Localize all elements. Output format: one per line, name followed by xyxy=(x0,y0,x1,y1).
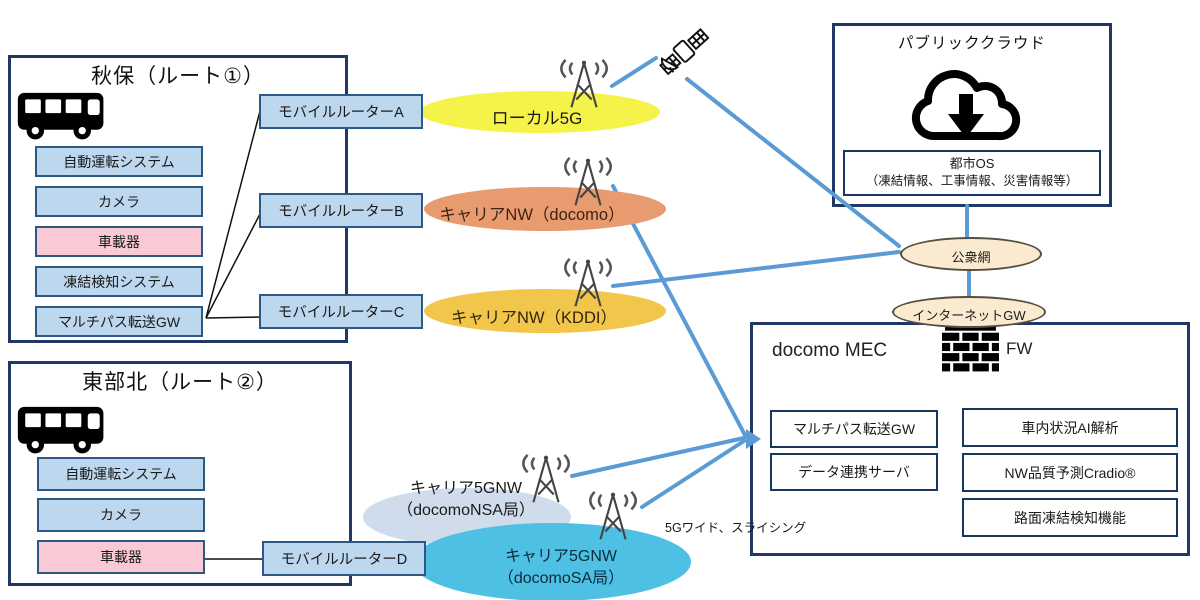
firewall-icon xyxy=(942,322,999,374)
link-nsa-to-mec xyxy=(570,436,746,478)
docomo-antenna-icon xyxy=(559,155,617,213)
local5g-label: ローカル5G xyxy=(491,109,583,128)
sa-network-ellipse xyxy=(413,523,691,600)
mobile-router-b-box: モバイルルーターB xyxy=(259,193,423,228)
public-net-ellipse xyxy=(900,237,1042,271)
bus-icon xyxy=(16,399,108,459)
city-os-detail: （凍結情報、工事情報、災害情報等） xyxy=(865,174,1079,189)
kddi-nw-label: キャリアNW（KDDI） xyxy=(451,309,617,327)
sa-antenna-icon xyxy=(584,489,642,547)
slicing-annotation: 5Gワイド、スライシング xyxy=(665,521,807,535)
tobukita-camera-box: カメラ xyxy=(37,498,205,532)
kddi-antenna-icon xyxy=(559,256,617,314)
internet-gw-label: インターネットGW xyxy=(912,308,1026,323)
akiu-route-title: 秋保（ルート①） xyxy=(91,65,265,88)
link-sa-to-mec xyxy=(640,439,746,509)
mobile-router-a-box: モバイルルーターA xyxy=(259,94,423,129)
akiu-freeze-detect-box: 凍結検知システム xyxy=(35,266,203,297)
link-local5g-to-satellite xyxy=(610,56,658,88)
mec-road-freeze-box: 路面凍結検知機能 xyxy=(962,498,1178,537)
akiu-onboard-unit-box: 車載器 xyxy=(35,226,203,257)
bus-icon xyxy=(16,85,108,145)
internet-gw-ellipse xyxy=(892,296,1046,328)
tobukita-autodrive-box: 自動運転システム xyxy=(37,457,205,491)
city-os-box: 都市OS （凍結情報、工事情報、災害情報等） xyxy=(843,150,1101,196)
docomo-mec-title: docomo MEC xyxy=(772,340,888,361)
local5g-antenna-icon xyxy=(555,57,613,115)
local5g-network-ellipse xyxy=(420,91,660,133)
mec-multipath-gw-box: マルチパス転送GW xyxy=(770,410,938,448)
fw-label: FW xyxy=(1006,339,1033,358)
tobukita-onboard-unit-box: 車載器 xyxy=(37,540,205,574)
public-net-label: 公衆網 xyxy=(951,250,991,265)
akiu-multipath-gw-box: マルチパス転送GW xyxy=(35,306,203,337)
tobukita-route-title: 東部北（ルート②） xyxy=(82,371,278,394)
akiu-camera-box: カメラ xyxy=(35,186,203,217)
sa-nw-label: キャリア5GNW （docomoSA局） xyxy=(497,548,625,587)
cloud-download-icon xyxy=(905,58,1027,150)
satellite-icon xyxy=(656,26,714,76)
akiu-autodrive-box: 自動運転システム xyxy=(35,146,203,177)
mec-data-link-server-box: データ連携サーバ xyxy=(770,453,938,491)
link-kddi-to-public-net xyxy=(611,250,901,288)
city-os-title: 都市OS xyxy=(949,156,995,172)
mobile-router-d-box: モバイルルーターD xyxy=(262,541,426,576)
nsa-nw-label: キャリア5GNW （docomoNSA局） xyxy=(397,480,535,519)
nsa-antenna-icon xyxy=(517,452,575,510)
mec-cradio-box: NW品質予測Cradio® xyxy=(962,453,1178,492)
docomo-nw-label: キャリアNW（docomo） xyxy=(439,206,625,224)
mec-ai-analysis-box: 車内状況AI解析 xyxy=(962,408,1178,447)
public-cloud-title: パブリッククラウド xyxy=(898,35,1046,52)
mobile-router-c-box: モバイルルーターC xyxy=(259,294,423,329)
